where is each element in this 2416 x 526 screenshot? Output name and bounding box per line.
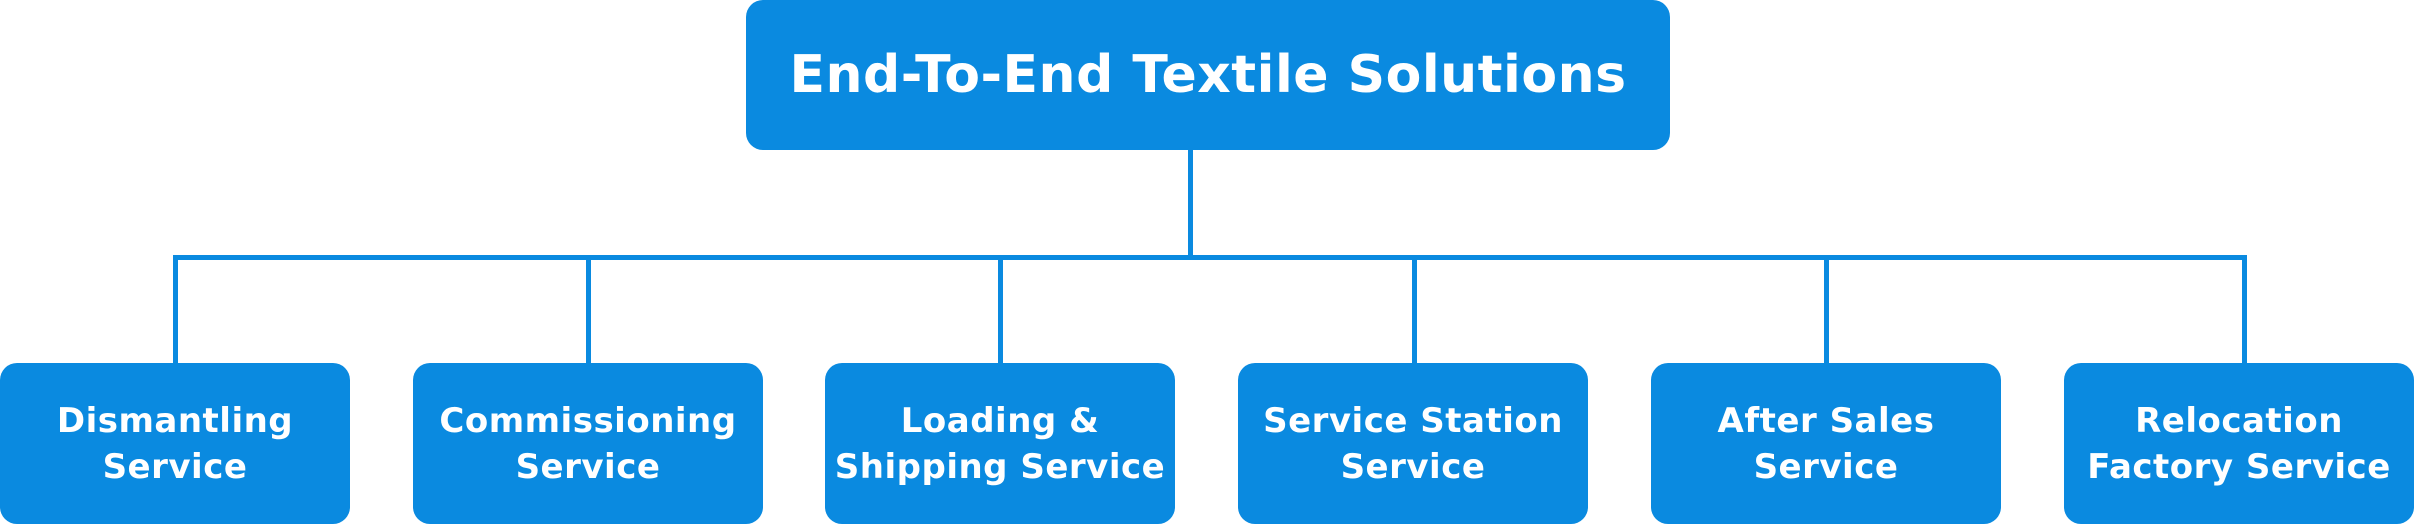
root-node: End-To-End Textile Solutions [746,0,1670,150]
child-node-label-line-2: Service [1753,446,1899,487]
child-node-label-line-1: Loading & [900,400,1100,441]
child-node-label-line-2: Factory Service [2087,446,2391,487]
child-node-loading-shipping: Loading & Shipping Service [825,363,1175,524]
child-5-drop-connector [1824,255,1829,363]
child-node-label-line-1: Relocation [2135,400,2343,441]
child-2-drop-connector [586,255,591,363]
child-node-label-line-2: Shipping Service [834,446,1166,487]
child-node-service-station: Service Station Service [1238,363,1588,524]
child-node-label-line-2: Service [102,446,248,487]
child-node-label-line-1: Commissioning [439,400,737,441]
child-node-label-line-1: Service Station [1263,400,1563,441]
child-node-commissioning: Commissioning Service [413,363,763,524]
child-node-label-line-2: Service [515,446,661,487]
child-6-drop-connector [2242,255,2247,363]
child-node-dismantling: Dismantling Service [0,363,350,524]
child-3-drop-connector [998,255,1003,363]
root-node-label: End-To-End Textile Solutions [789,45,1627,105]
horizontal-bus-connector [173,255,2247,260]
child-1-drop-connector [173,255,178,363]
child-node-label-line-2: Service [1340,446,1486,487]
child-node-relocation-factory: Relocation Factory Service [2064,363,2414,524]
child-node-label-line-1: After Sales [1717,400,1935,441]
child-4-drop-connector [1412,255,1417,363]
child-node-label-line-1: Dismantling [56,400,294,441]
root-stem-connector [1188,150,1193,258]
child-node-after-sales: After Sales Service [1651,363,2001,524]
